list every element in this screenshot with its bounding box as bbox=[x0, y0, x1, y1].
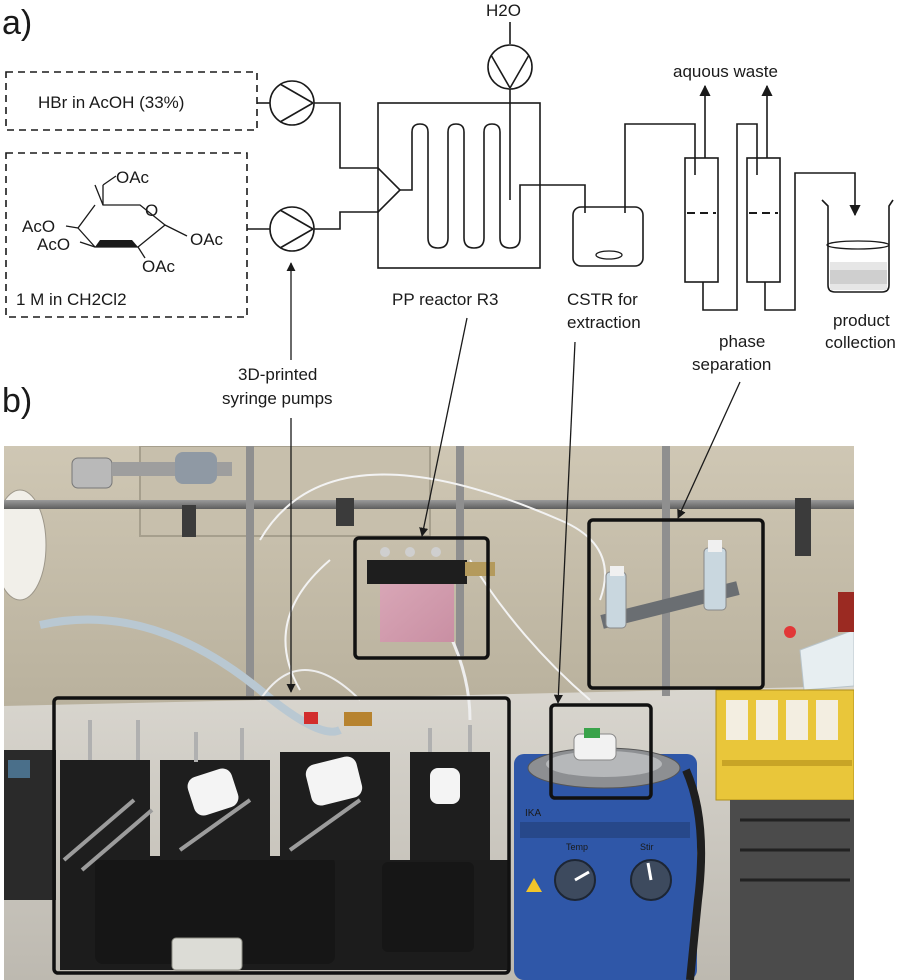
power-cable bbox=[682, 768, 706, 980]
red-cap bbox=[304, 712, 318, 724]
ring-oxygen: O bbox=[145, 201, 158, 220]
cstr-label-line2: extraction bbox=[567, 313, 641, 332]
photo-syringe-pumps bbox=[4, 712, 510, 971]
product-beaker bbox=[821, 199, 894, 293]
panel-label-b: b) bbox=[2, 382, 32, 420]
pump-water bbox=[487, 44, 533, 90]
line-separator-1-to-2 bbox=[702, 123, 758, 311]
hotplate-brand: IKA bbox=[525, 808, 541, 819]
aqueous-waste-label: aquous waste bbox=[673, 62, 778, 81]
wall-outlet bbox=[4, 489, 47, 601]
hotplate-body bbox=[514, 754, 697, 980]
arrow-phase-separation bbox=[677, 381, 741, 519]
warning-icon bbox=[526, 878, 542, 892]
panel-label-a: a) bbox=[2, 4, 32, 42]
aco-left-1: AcO bbox=[22, 217, 55, 236]
pump-hbr bbox=[269, 80, 315, 126]
cstr-vessel bbox=[572, 206, 644, 267]
reactor-label: PP reactor R3 bbox=[392, 290, 498, 309]
photo-hotplate-stirrer: IKA Temp Stir bbox=[514, 728, 706, 980]
highlight-separators bbox=[587, 518, 765, 690]
oac-right: OAc bbox=[190, 230, 224, 249]
hbr-reagent-box bbox=[5, 71, 258, 131]
pumps-label-line1: 3D-printed bbox=[238, 365, 317, 384]
line-hbr-to-reactor bbox=[314, 102, 378, 169]
panel-a: a) HBr in AcOH (33%) OAc AcO AcO O OAc O… bbox=[2, 1, 896, 420]
blue-hose bbox=[39, 615, 342, 736]
line-separator-to-product bbox=[764, 172, 861, 311]
oac-bottom: OAc bbox=[142, 257, 176, 276]
glucose-pentaacetate-structure: OAc AcO AcO O OAc OAc bbox=[22, 168, 224, 276]
annotation-arrows bbox=[286, 262, 741, 704]
phase-separator-1 bbox=[684, 157, 719, 283]
dial-left-label: Temp bbox=[566, 842, 588, 852]
ring-bold-edge bbox=[95, 240, 138, 247]
phase-sep-label-line2: separation bbox=[692, 355, 771, 374]
photo-panel-b: IKA Temp Stir bbox=[4, 446, 854, 980]
d-sub-connector bbox=[171, 937, 243, 971]
phase-separator-2 bbox=[746, 157, 781, 283]
phase-sep-label-line1: phase bbox=[719, 332, 765, 351]
water-label: H2O bbox=[486, 1, 521, 20]
sugar-reagent-box bbox=[5, 152, 248, 318]
hbr-reagent-label: HBr in AcOH (33%) bbox=[38, 93, 184, 112]
highlight-reactor bbox=[353, 536, 490, 660]
cstr-label-line1: CSTR for bbox=[567, 290, 638, 309]
pyranose-ring bbox=[77, 184, 167, 248]
pp-reactor-r3 bbox=[377, 102, 541, 269]
line-sugar-to-reactor bbox=[314, 211, 378, 230]
dial-right-label: Stir bbox=[640, 842, 654, 852]
product-label-line1: product bbox=[833, 311, 890, 330]
arrow-reactor bbox=[419, 317, 468, 537]
sugar-concentration-label: 1 M in CH2Cl2 bbox=[16, 290, 127, 309]
line-reactor-to-cstr bbox=[540, 184, 586, 213]
pump-sugar bbox=[269, 206, 315, 252]
lab-jack bbox=[730, 800, 854, 980]
oac-top: OAc bbox=[116, 168, 150, 187]
product-label-line2: collection bbox=[825, 333, 896, 352]
aco-left-2: AcO bbox=[37, 235, 70, 254]
pumps-label-line2: syringe pumps bbox=[222, 389, 333, 408]
highlight-cstr bbox=[549, 703, 653, 800]
photo-vial-rack bbox=[715, 689, 854, 980]
line-cstr-to-separator-1 bbox=[624, 123, 696, 213]
arrow-cstr bbox=[553, 341, 576, 704]
photo-phase-separators bbox=[600, 540, 854, 691]
highlight-syringe-pumps bbox=[52, 696, 511, 975]
